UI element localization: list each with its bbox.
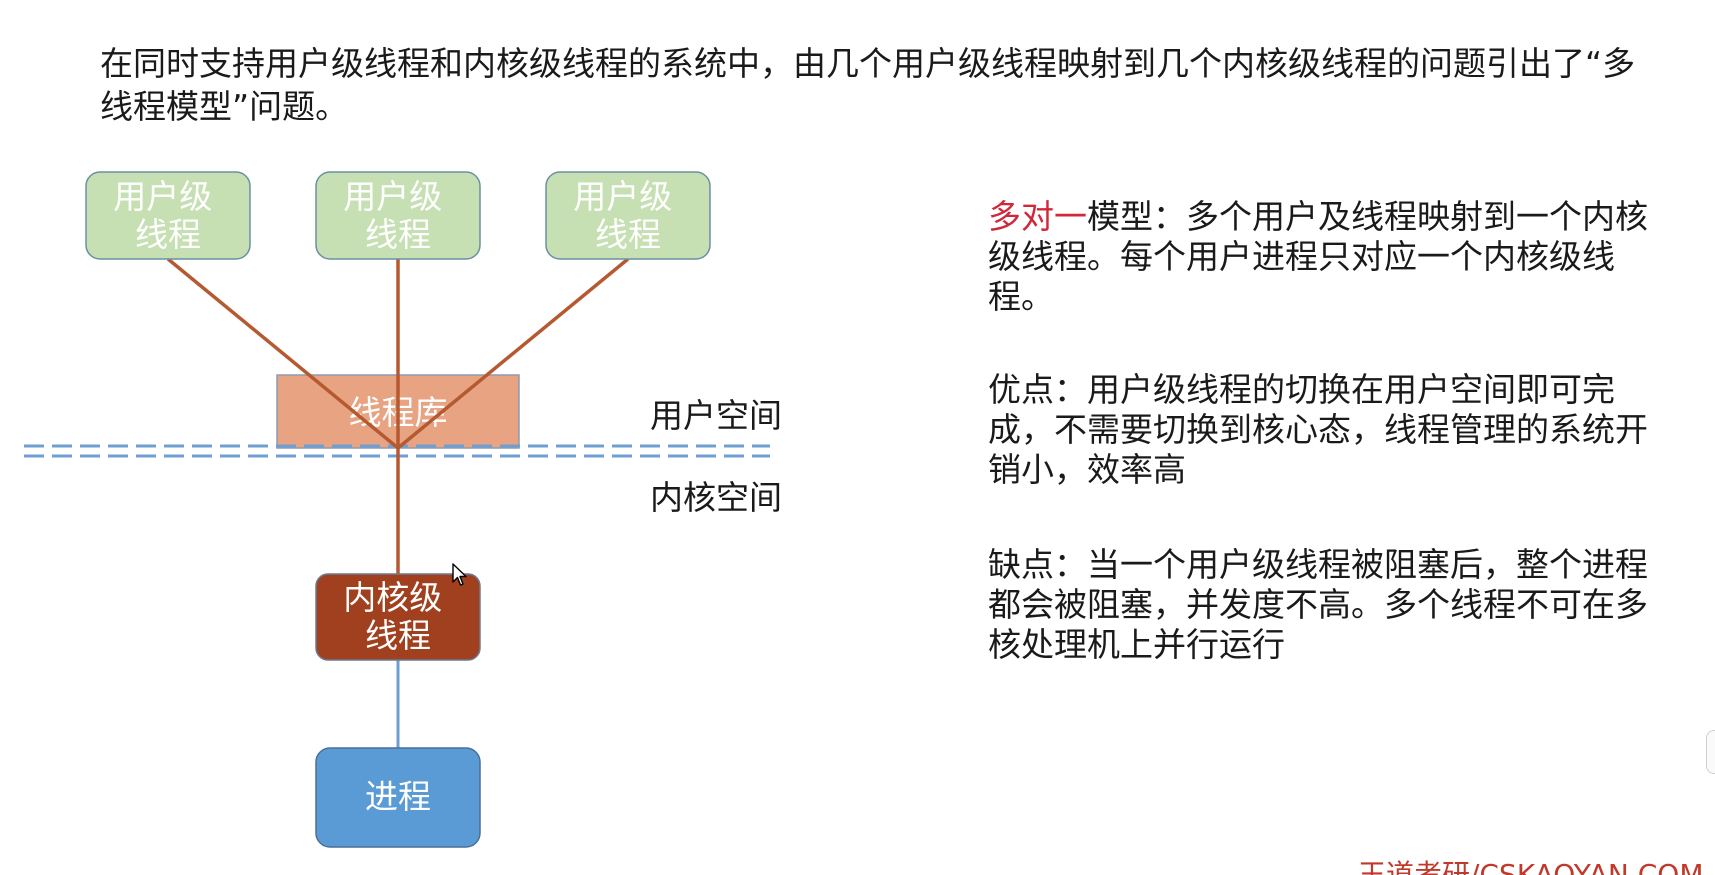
svg-text:内核级 线程: 内核级 线程 [343,578,453,655]
user-thread-3-line-2: 线程 [595,215,661,254]
user-thread-1: 用户级 线程 [85,171,251,260]
svg-text:用户级 线程: 用户级 线程 [113,177,223,254]
user-thread-3: 用户级 线程 [545,171,711,260]
process-box: 进程 [315,747,481,848]
svg-text:用户级 线程: 用户级 线程 [343,177,453,254]
intro-text: 在同时支持用户级线程和内核级线程的系统中，由几个用户级线程映射到几个内核级线程的… [100,44,1636,126]
footer-watermark: 王道考研/CSKAOYAN.COM [1358,858,1704,875]
process-label: 进程 [365,777,431,816]
user-thread-2: 用户级 线程 [315,171,481,260]
user-thread-1-line-2: 线程 [135,215,201,254]
link-user-thread-3 [396,257,630,450]
kernel-thread: 内核级 线程 [315,573,481,661]
side-scroll-handle[interactable] [1706,730,1715,774]
model-description: 多对一模型：多个用户及线程映射到一个内核级线程。每个用户进程只对应一个内核级线程… [988,197,1678,317]
svg-text:用户级 线程: 用户级 线程 [573,177,683,254]
user-thread-1-line-1: 用户级 [113,177,212,216]
link-user-thread-1 [166,257,400,450]
model-name-highlight: 多对一 [988,197,1087,236]
kernel-space-label: 内核空间 [650,478,782,517]
user-thread-2-line-2: 线程 [365,215,431,254]
user-space-label: 用户空间 [650,396,782,435]
kernel-thread-line-2: 线程 [365,616,431,655]
disadvantages-text: 缺点：当一个用户级线程被阻塞后，整个进程都会被阻塞，并发度不高。多个线程不可在多… [988,545,1648,664]
model-description-text: 模型：多个用户及线程映射到一个内核级线程。每个用户进程只对应一个内核级线程。 [988,197,1648,316]
user-thread-2-line-1: 用户级 [343,177,442,216]
user-thread-3-line-1: 用户级 [573,177,672,216]
advantages-text: 优点：用户级线程的切换在用户空间即可完成，不需要切换到核心态，线程管理的系统开销… [988,370,1648,489]
kernel-thread-line-1: 内核级 [343,578,442,617]
mouse-pointer-icon [452,563,467,586]
